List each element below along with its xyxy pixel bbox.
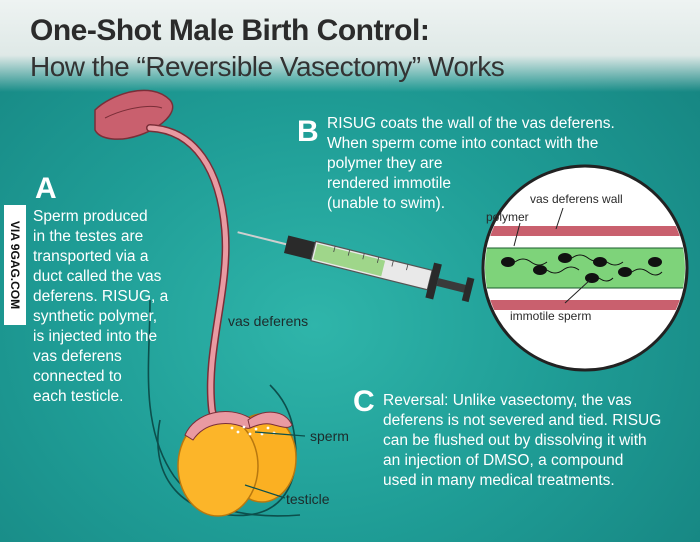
section-b-letter: B [297,115,319,148]
scrotum-outline [157,384,297,517]
section-a-letter: A [35,172,57,205]
testicle-leader-line [244,484,286,499]
sperm-leader-line [254,431,306,437]
sperm-label: sperm [310,428,349,444]
page-title: One-Shot Male Birth Control: [30,14,430,47]
section-c-text: Reversal: Unlike vasectomy, the vas defe… [383,392,662,489]
syringe [237,231,475,303]
magnified-view [481,164,689,372]
watermark-badge: VIA 9GAG.COM [4,205,26,325]
section-a-text: Sperm produced in the testes are transpo… [33,208,169,405]
vas-deferens-wall-label: vas deferens wall [530,192,623,206]
immotile-sperm-cells [501,253,662,283]
immotile-sperm-label: immotile sperm [510,309,592,323]
vas-deferens-label: vas deferens [228,313,309,329]
page-subtitle: How the “Reversible Vasectomy” Works [30,51,505,82]
watermark-text: VIA 9GAG.COM [8,220,23,310]
title-band [0,0,700,92]
immotile-leader-line [564,279,591,304]
wall-leader-line [555,207,564,230]
polymer-leader-line [513,222,521,247]
body-contour [147,299,301,517]
testicle-label: testicle [286,491,330,507]
polymer-label: polymer [486,210,529,224]
section-c-letter: C [353,385,375,418]
section-b-text: RISUG coats the wall of the vas deferens… [327,115,615,212]
